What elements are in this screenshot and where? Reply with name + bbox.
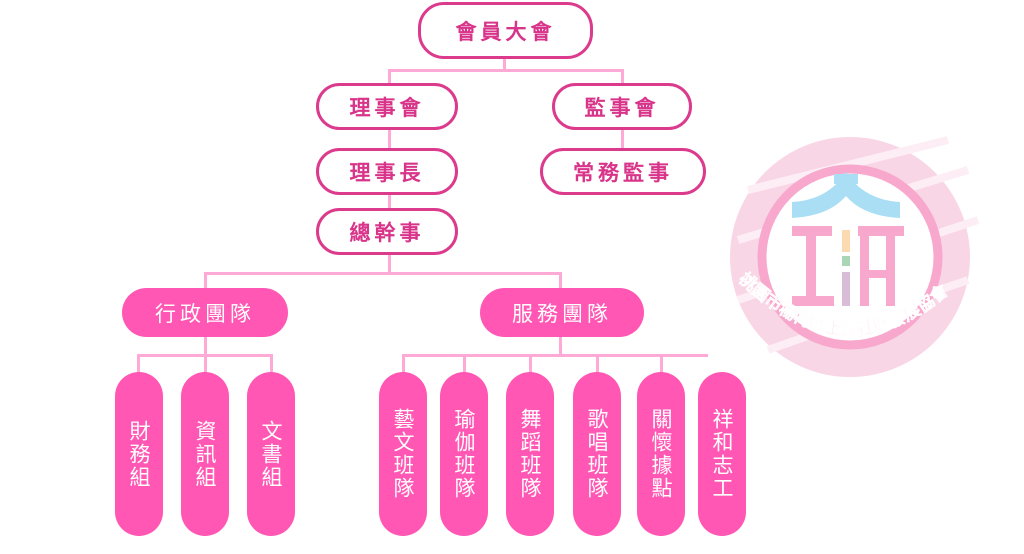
admin-team-box: 行政團隊: [122, 288, 288, 337]
unit-label: 資訊組: [193, 419, 217, 489]
connector: [402, 354, 405, 374]
general-assembly-box: 會員大會: [418, 2, 593, 59]
unit-label: 關懷據點: [649, 408, 673, 500]
connector: [204, 354, 207, 374]
connector: [559, 272, 562, 289]
box-label: 理事會: [349, 95, 425, 120]
connector: [388, 69, 391, 84]
connector: [388, 129, 391, 149]
connector: [529, 354, 532, 374]
unit-volunteers: 祥和志工: [698, 372, 746, 536]
box-label: 常務監事: [573, 160, 673, 185]
connector: [388, 254, 391, 274]
box-label: 會員大會: [455, 19, 556, 44]
board-of-directors-box: 理事會: [316, 83, 458, 130]
connector: [596, 354, 599, 374]
connector: [660, 354, 663, 374]
connector: [621, 129, 624, 149]
box-label: 理事長: [349, 160, 425, 185]
connector: [204, 272, 207, 289]
unit-finance: 財務組: [115, 372, 163, 536]
connector: [402, 354, 724, 357]
unit-label: 文書組: [259, 419, 283, 489]
connector: [270, 354, 273, 374]
unit-information: 資訊組: [181, 372, 229, 536]
service-team-box: 服務團隊: [480, 288, 644, 337]
unit-singing-class: 歌唱班隊: [573, 372, 621, 536]
connector: [503, 58, 506, 71]
unit-label: 藝文班隊: [391, 408, 415, 500]
unit-dance-class: 舞蹈班隊: [506, 372, 554, 536]
unit-label: 瑜伽班隊: [452, 408, 476, 500]
connector: [559, 336, 562, 356]
board-of-supervisors-box: 監事會: [552, 83, 692, 130]
unit-arts-class: 藝文班隊: [379, 372, 427, 536]
connector: [388, 69, 624, 72]
chairman-box: 理事長: [316, 148, 458, 195]
standing-supervisor-box: 常務監事: [540, 148, 706, 195]
connector: [204, 272, 562, 275]
box-label: 行政團隊: [155, 301, 255, 326]
association-logo: 桃園市楊梅區上湖社區發展協會: [708, 130, 996, 385]
unit-care-center: 關懷據點: [637, 372, 685, 536]
unit-yoga-class: 瑜伽班隊: [440, 372, 488, 536]
unit-label: 歌唱班隊: [585, 408, 609, 500]
box-label: 總幹事: [349, 220, 425, 245]
connector: [137, 354, 140, 374]
connector: [463, 354, 466, 374]
connector: [388, 194, 391, 209]
secretary-general-box: 總幹事: [316, 208, 458, 255]
unit-label: 祥和志工: [710, 408, 734, 500]
unit-label: 舞蹈班隊: [518, 408, 542, 500]
box-label: 服務團隊: [512, 301, 612, 326]
connector: [621, 69, 624, 84]
unit-label: 財務組: [127, 419, 151, 489]
unit-documents: 文書組: [247, 372, 295, 536]
box-label: 監事會: [584, 95, 660, 120]
connector: [204, 336, 207, 356]
